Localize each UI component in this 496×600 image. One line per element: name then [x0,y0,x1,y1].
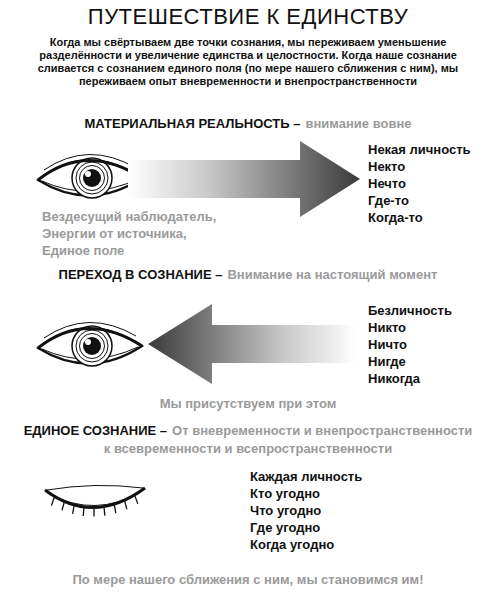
note-group: Мы присутствуем при этом [10,396,486,411]
word-list-group: Каждая личностьКто угодноЧто угодноГде у… [250,468,450,553]
section-heading: ПЕРЕХОД В СОЗНАНИЕ – [59,267,223,282]
word-list: Ничто [368,336,493,353]
word-list: Нигде [368,353,493,370]
word-list: Что угодно [250,502,450,519]
word-list: Нечто [368,175,493,192]
word-list: Никогда [368,370,493,387]
word-list: Безличность [368,302,493,319]
word-list: Некто [368,158,493,175]
word-list: Каждая личность [250,468,450,485]
word-list: Никто [368,319,493,336]
title-row: ПУТЕШЕСТВИЕ К ЕДИНСТВУ [0,4,496,30]
section-heading: ЕДИНОЕ СОЗНАНИЕ – [24,423,167,438]
section-heading-group: ЕДИНОЕ СОЗНАНИЕ –От вневременности и вне… [20,421,476,457]
word-list: Где-то [368,192,493,209]
intro-text-group: Когда мы свёртываем две точки сознания, … [28,36,468,88]
section-heading-group: ПЕРЕХОД В СОЗНАНИЕ – Внимание на настоящи… [10,265,486,283]
caption: По мере нашего сближения с ним, мы стано… [0,572,496,587]
word-list-group: БезличностьНиктоНичтоНигдеНикогда [368,302,493,387]
source-list: Вездесущий наблюдатель, [42,208,262,225]
source-list: Единое поле [42,242,262,259]
section-heading: МАТЕРИАЛЬНАЯ РЕАЛЬНОСТЬ – [84,116,300,131]
word-list: Кто угодно [250,485,450,502]
arrow-left [148,304,356,384]
caption-row: По мере нашего сближения с ним, мы стано… [0,572,496,587]
closed-eye [45,485,145,516]
word-list: Когда-то [368,209,493,226]
intro-text: Когда мы свёртываем две точки сознания, … [28,36,468,88]
word-list-group: Некая личностьНектоНечтоГде-тоКогда-то [368,141,493,226]
word-list: Где угодно [250,519,450,536]
note: Мы присутствуем при этом [10,396,486,411]
section-heading-group: МАТЕРИАЛЬНАЯ РЕАЛЬНОСТЬ – внимание вовне [10,114,486,132]
word-list: Некая личность [368,141,493,158]
source-list: Энергии от источника, [42,225,262,242]
word-list: Когда угодно [250,536,450,553]
arrow-right [128,141,360,217]
section-heading: Внимание на настоящий момент [227,267,437,282]
title: ПУТЕШЕСТВИЕ К ЕДИНСТВУ [0,4,496,30]
section-heading: внимание вовне [305,116,411,131]
source-list-group: Вездесущий наблюдатель,Энергии от источн… [42,208,262,259]
